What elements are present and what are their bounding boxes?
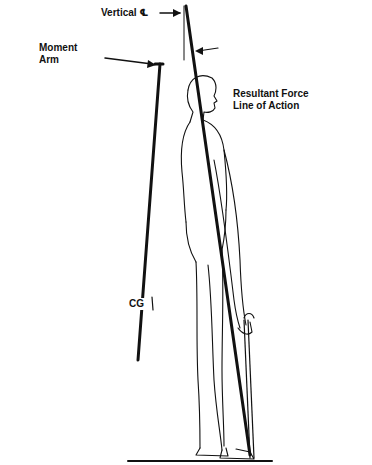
callout-label: Resultant Force Line of Action <box>232 88 324 112</box>
cane <box>244 314 254 459</box>
resultant-force-line <box>186 6 250 455</box>
title-label: Vertical ℄ <box>100 7 149 19</box>
cg-mark <box>152 297 153 310</box>
ground-line <box>128 460 272 462</box>
person-figure <box>181 76 254 459</box>
leader-line <box>105 58 152 64</box>
callout-label: CG <box>128 298 145 310</box>
vertical-centerline <box>184 6 185 60</box>
moment-arm-line <box>138 64 160 360</box>
callout-label: Moment Arm <box>38 42 100 66</box>
